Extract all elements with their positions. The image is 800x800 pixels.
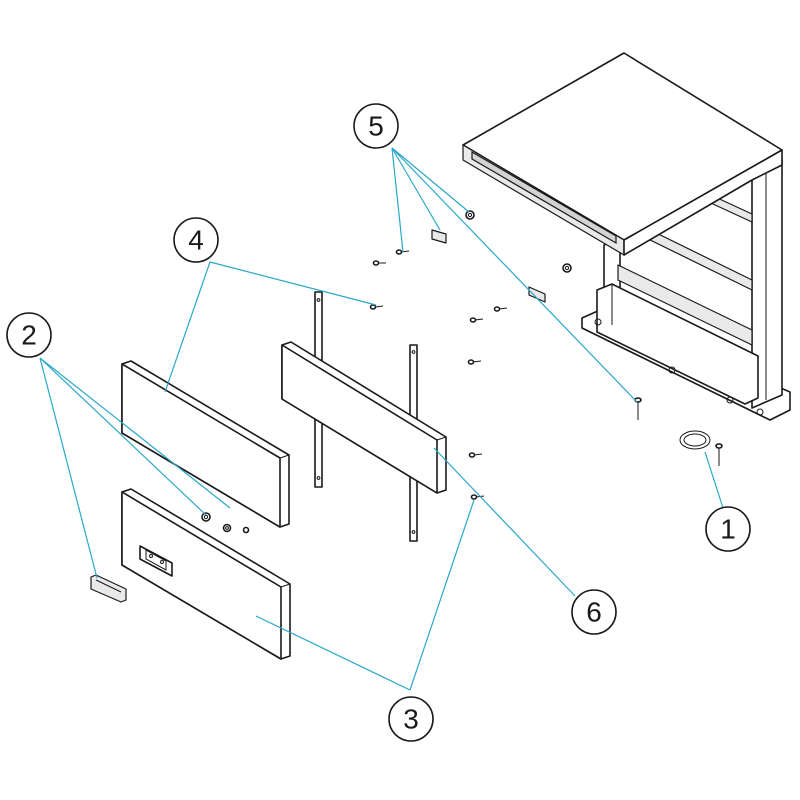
part-4-upper-panel xyxy=(121,360,290,528)
leader-line-4b xyxy=(209,261,377,306)
leader-line-1 xyxy=(704,451,724,509)
callout-6: 6 xyxy=(571,589,617,635)
screw xyxy=(469,317,484,323)
callout-3-label: 3 xyxy=(403,704,419,735)
leader-line-5a xyxy=(391,147,404,253)
leader-line-5c xyxy=(391,147,470,213)
part-1-ring-and-screw xyxy=(679,430,723,466)
screw xyxy=(493,306,508,312)
part-6-mounting-plate xyxy=(281,291,447,542)
callout-4: 4 xyxy=(173,217,219,263)
callout-3: 3 xyxy=(388,696,434,742)
part-2-fittings xyxy=(90,512,250,603)
screw xyxy=(369,304,384,310)
leader-line-3b xyxy=(409,499,475,691)
callout-1-label: 1 xyxy=(720,514,736,545)
part-3-door-panel xyxy=(121,488,291,660)
leader-line-2b xyxy=(39,357,207,516)
callout-6-label: 6 xyxy=(586,597,602,628)
leader-line-4a xyxy=(164,261,211,393)
callout-5: 5 xyxy=(353,103,399,149)
callout-1: 1 xyxy=(705,506,751,552)
leader-line-5d xyxy=(391,147,638,403)
screw xyxy=(395,249,410,255)
leader-line-6 xyxy=(433,447,576,597)
leader-line-3a xyxy=(255,615,411,691)
leader-line-5b xyxy=(391,147,441,231)
screw xyxy=(468,452,483,458)
callouts: 1 2 3 4 5 6 xyxy=(6,103,751,742)
callout-5-label: 5 xyxy=(368,111,384,142)
housing-assembly xyxy=(462,52,791,421)
leader-line-2c xyxy=(39,357,98,579)
callout-2-label: 2 xyxy=(21,320,37,351)
screw xyxy=(467,359,482,365)
leader-line-2a xyxy=(39,357,231,509)
callout-4-label: 4 xyxy=(188,225,204,256)
leader-lines xyxy=(39,147,724,691)
screws xyxy=(369,249,508,500)
callout-2: 2 xyxy=(6,312,52,358)
screw xyxy=(372,260,386,266)
